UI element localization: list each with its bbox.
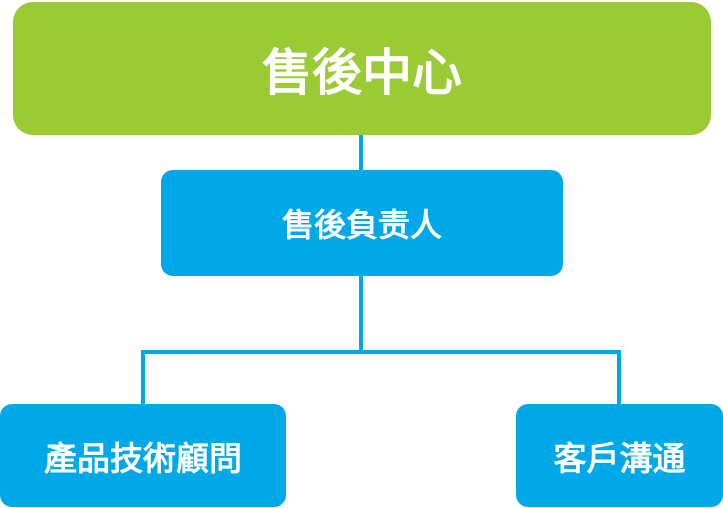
- root-node: 售後中心: [13, 2, 711, 135]
- child-node-customer-comm: 客戶溝通: [516, 404, 723, 507]
- child-node-product-tech-label: 產品技術顧問: [44, 438, 242, 478]
- manager-node-label: 售後負责人: [281, 206, 442, 244]
- child-node-product-tech: 產品技術顧問: [0, 404, 286, 507]
- manager-node: 售後負责人: [161, 170, 563, 276]
- root-node-label: 售後中心: [262, 43, 462, 102]
- child-node-customer-comm-label: 客戶溝通: [553, 438, 686, 478]
